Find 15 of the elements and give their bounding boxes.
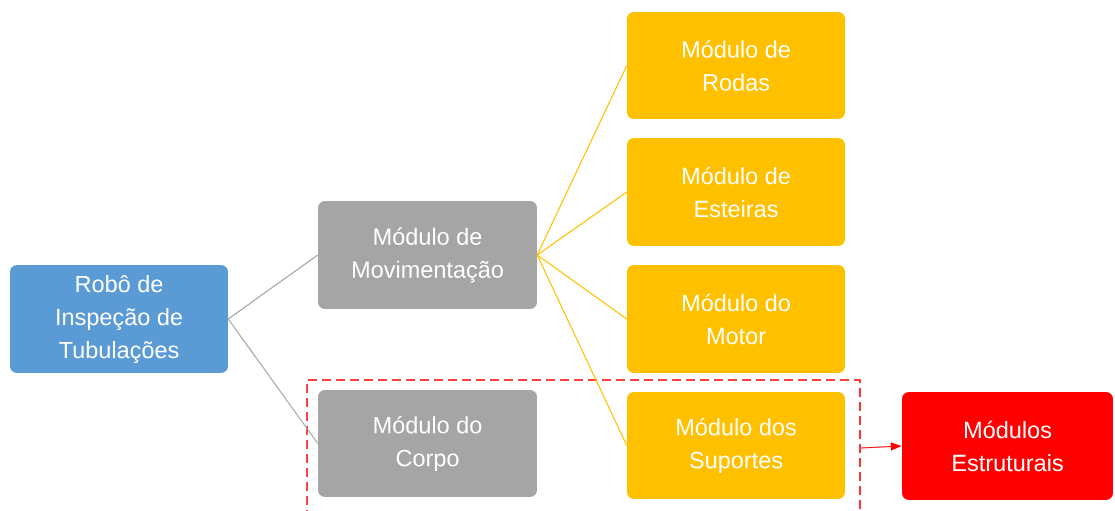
module-box: Módulos Estruturais <box>902 392 1113 500</box>
connector <box>536 254 628 320</box>
connector <box>536 254 628 447</box>
module-box: Módulo dos Suportes <box>627 392 845 499</box>
module-box: Módulo de Rodas <box>627 12 845 119</box>
module-box: Módulo de Esteiras <box>627 138 845 246</box>
module-box: Módulo do Corpo <box>318 390 537 497</box>
module-box: Módulo do Motor <box>627 265 845 373</box>
module-box: Módulo de Movimentação <box>318 201 537 309</box>
connector <box>536 191 628 256</box>
group-frame <box>306 379 861 511</box>
connector <box>536 64 628 256</box>
connector <box>227 254 319 320</box>
module-box: Robô de Inspeção de Tubulações <box>10 265 228 373</box>
connector <box>227 318 319 445</box>
